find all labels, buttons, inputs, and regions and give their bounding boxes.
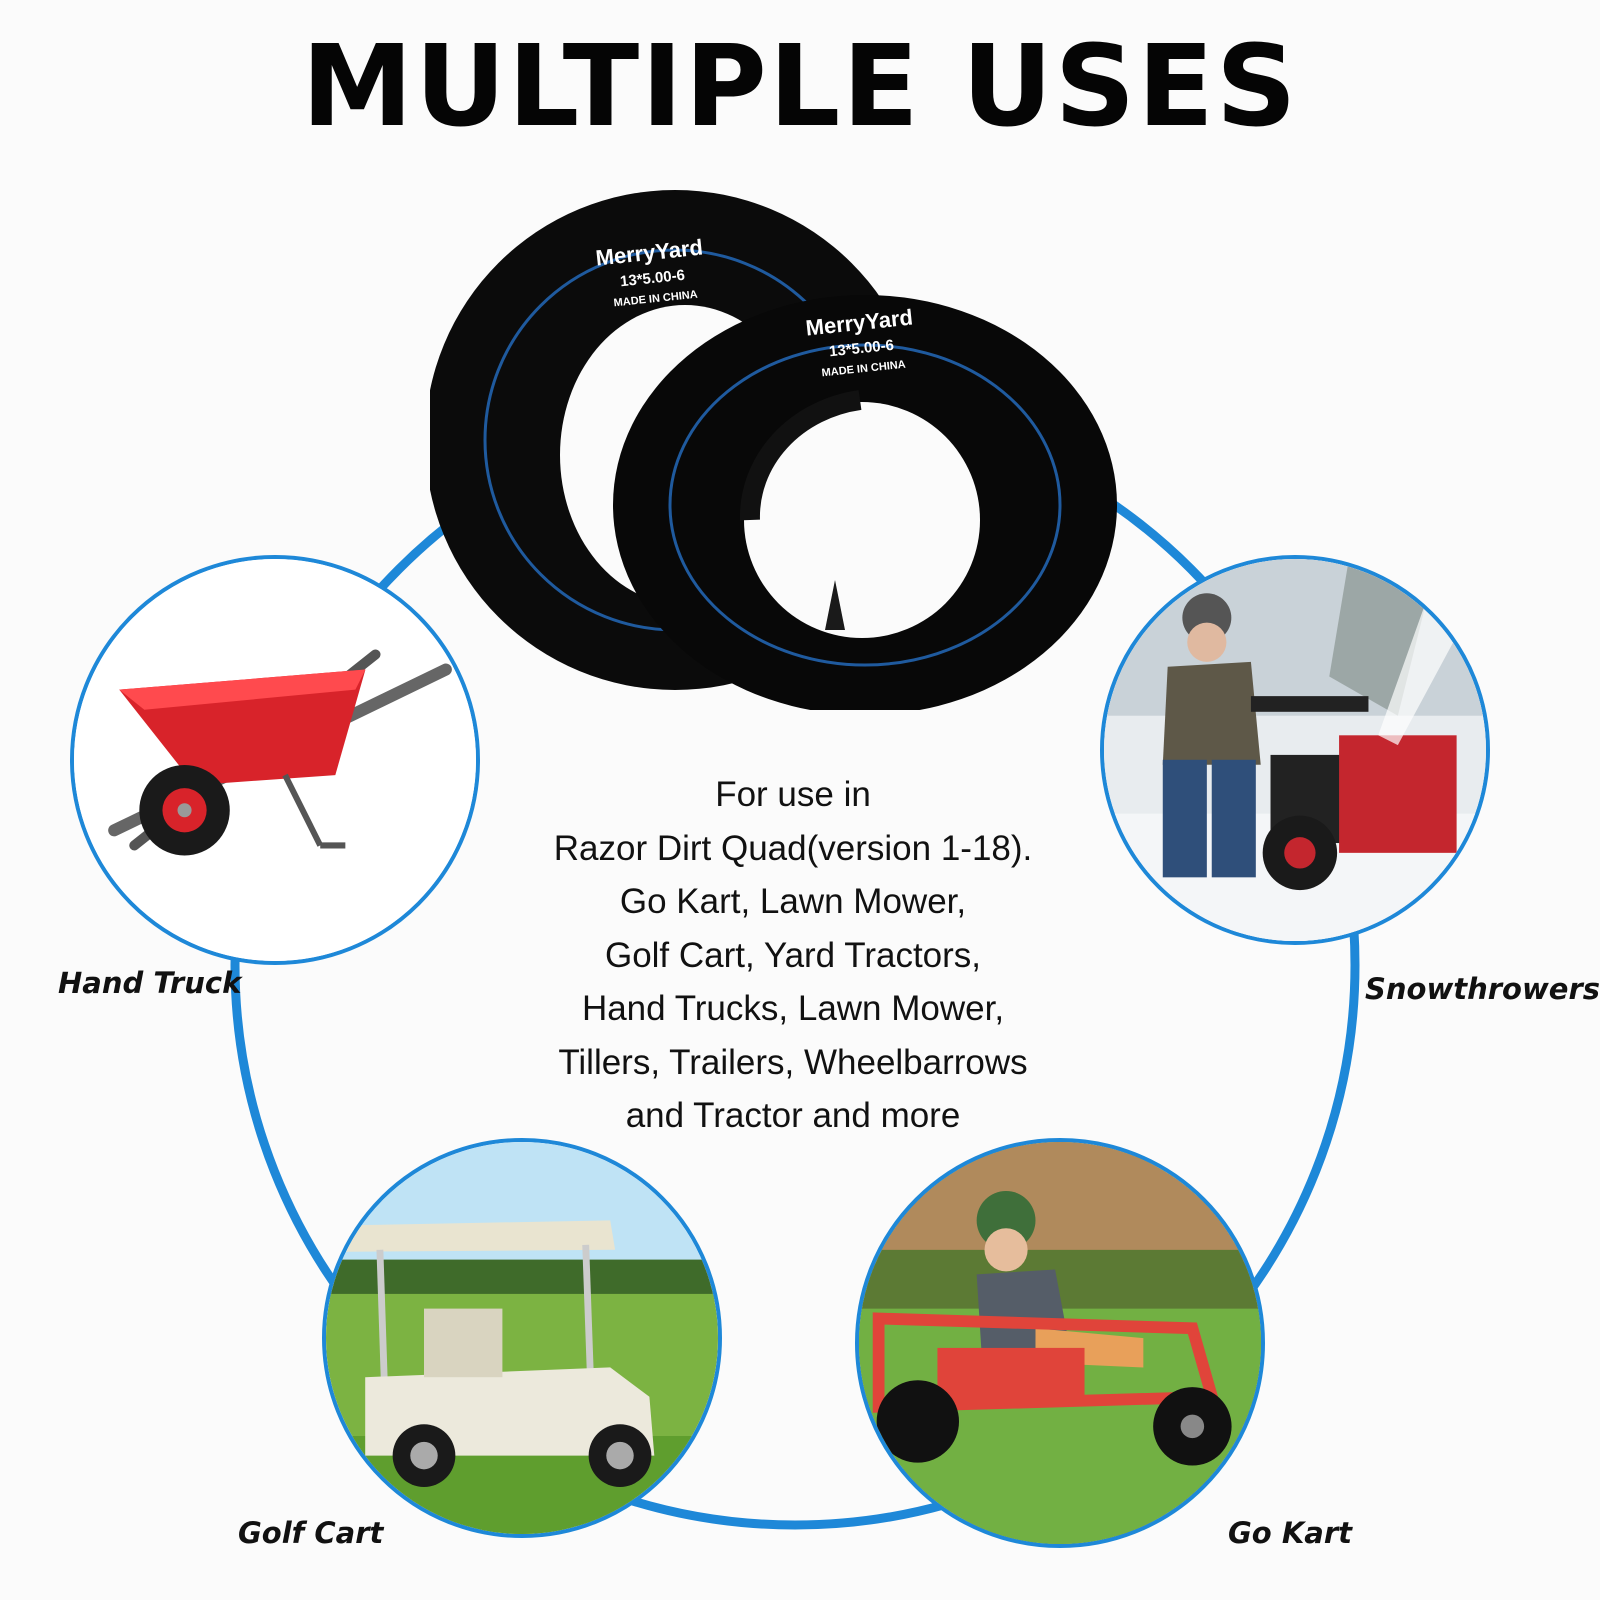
description-line: Go Kart, Lawn Mower, (619, 882, 967, 921)
description-line: For use in (715, 775, 871, 814)
description-line: Razor Dirt Quad(version 1-18). (553, 828, 1033, 868)
golf-cart-photo (322, 1138, 722, 1538)
usage-description: For use in Razor Dirt Quad(version 1-18)… (493, 768, 1093, 1143)
description-line: and Tractor and more (625, 1096, 961, 1135)
snowthrower-photo (1100, 555, 1490, 945)
go-kart-photo (855, 1138, 1265, 1548)
front-tube-size: 13*5.00-6 (828, 337, 894, 361)
description-line: Golf Cart, Yard Tractors, (604, 935, 982, 975)
headline: MULTIPLE USES (301, 22, 1299, 152)
caption-golf-cart: Golf Cart (238, 1516, 384, 1550)
caption-hand-truck: Hand Truck (58, 966, 242, 1000)
valve-stem (825, 580, 845, 630)
back-tube-size: 13*5.00-6 (619, 267, 685, 291)
caption-go-kart: Go Kart (1228, 1516, 1353, 1550)
front-tube: MerryYard 13*5.00-6 MADE IN CHINA (613, 295, 1117, 710)
caption-snowthrowers: Snowthrowers (1365, 972, 1600, 1006)
wheelbarrow-photo (70, 555, 480, 965)
description-line: Tillers, Trailers, Wheelbarrows (558, 1042, 1028, 1082)
description-line: Hand Trucks, Lawn Mower, (581, 989, 1005, 1028)
inner-tubes-image: MerryYard 13*5.00-6 MADE IN CHINA MerryY… (430, 190, 1117, 710)
